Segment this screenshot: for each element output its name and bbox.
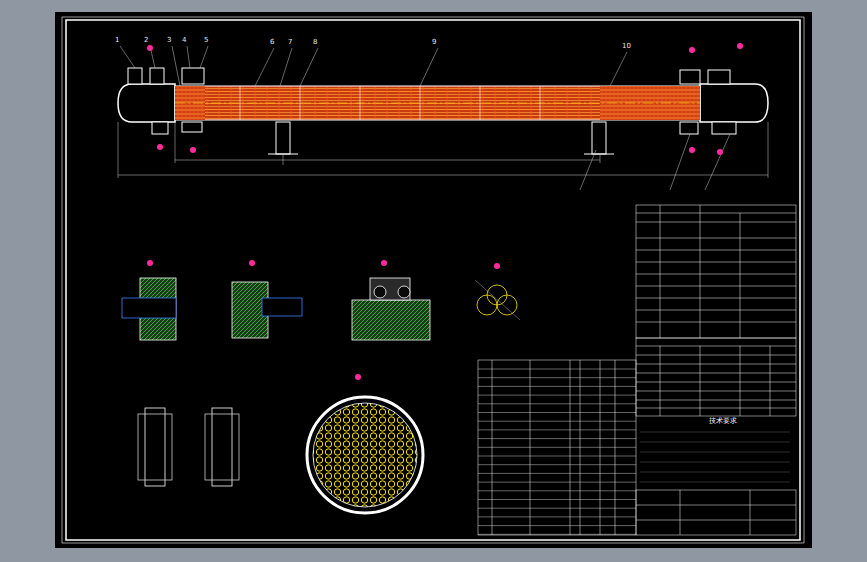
callout-number: 3 <box>167 37 171 44</box>
table-rule <box>478 499 636 500</box>
callout-number: 6 <box>270 39 274 46</box>
notes-heading: 技术要求 <box>708 418 738 425</box>
table-rule <box>478 456 636 457</box>
table-rule <box>478 421 636 422</box>
table-rule <box>478 534 636 535</box>
callout-number: 5 <box>204 37 208 44</box>
table-rule <box>478 490 636 491</box>
table-rule <box>478 447 636 448</box>
table-rule <box>478 464 636 465</box>
table-rule <box>478 403 636 404</box>
callout-number: 8 <box>313 39 317 46</box>
table-rule <box>478 508 636 509</box>
table-rule <box>478 369 636 370</box>
callout-number: 7 <box>288 39 292 46</box>
table-rule <box>478 482 636 483</box>
table-rule <box>478 473 636 474</box>
table-rule <box>478 525 636 526</box>
table-rule <box>478 377 636 378</box>
table-rule <box>478 395 636 396</box>
table-rule <box>478 429 636 430</box>
callout-number: 10 <box>622 43 631 50</box>
callout-number: 9 <box>432 39 436 46</box>
table-rule <box>478 438 636 439</box>
table-rule <box>478 412 636 413</box>
table-rule <box>478 516 636 517</box>
callout-number: 4 <box>182 37 186 44</box>
callout-number: 1 <box>115 37 119 44</box>
table-rule <box>478 386 636 387</box>
callout-number: 2 <box>144 37 148 44</box>
